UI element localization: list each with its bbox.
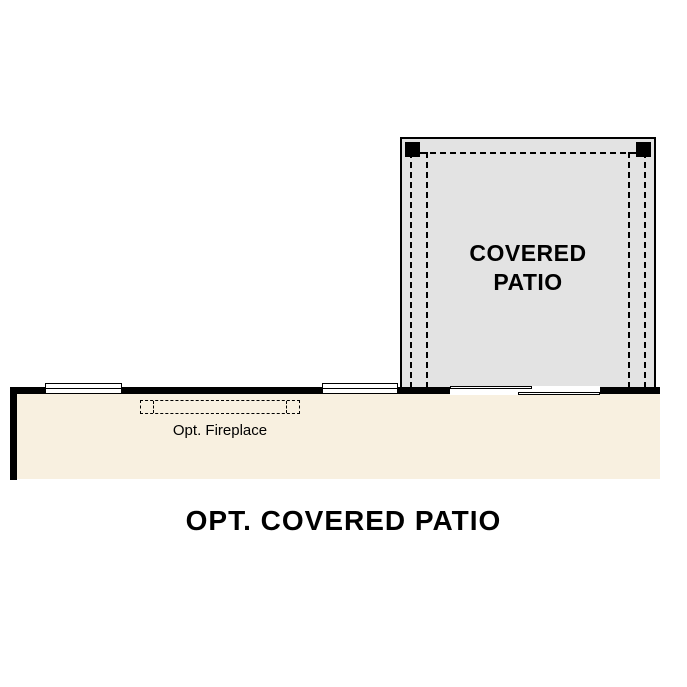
window-middle-glass-line: [323, 388, 397, 389]
patio-label-line1: COVERED: [469, 240, 587, 266]
house-interior: [13, 391, 660, 479]
patio-roofline-dashed-left-inner: [426, 152, 428, 388]
patio-post-right: [636, 142, 651, 157]
patio-roofline-dashed-right-outer: [644, 152, 646, 388]
window-middle: [322, 383, 398, 394]
covered-patio-area: COVERED PATIO: [400, 137, 656, 390]
patio-label: COVERED PATIO: [402, 239, 654, 297]
patio-roofline-dashed-right-inner: [628, 152, 630, 388]
fireplace-inner-dash-left: [153, 401, 154, 413]
patio-roofline-dashed-top: [410, 152, 646, 154]
patio-label-line2: PATIO: [493, 268, 563, 295]
window-left: [45, 383, 122, 394]
fireplace-inner-dash-right: [286, 401, 287, 413]
fireplace-label: Opt. Fireplace: [172, 422, 268, 439]
sliding-door: [450, 386, 600, 395]
fireplace-outline: [140, 400, 300, 414]
plan-title: OPT. COVERED PATIO: [185, 505, 502, 536]
exterior-wall-left: [10, 387, 17, 480]
sliding-door-panel-right: [518, 392, 600, 395]
window-left-glass-line: [46, 388, 121, 389]
patio-roofline-dashed-left-outer: [410, 152, 412, 388]
patio-post-left: [405, 142, 420, 157]
sliding-door-panel-left: [450, 386, 532, 389]
